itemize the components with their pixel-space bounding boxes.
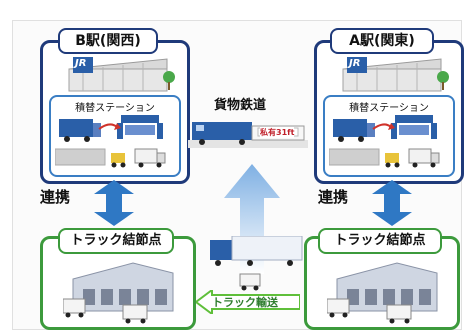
transship-label: 積替ステーション bbox=[75, 103, 155, 114]
transship-label: 積替ステーション bbox=[349, 103, 429, 114]
tree-icon bbox=[163, 71, 175, 90]
double-arrow-icon bbox=[372, 180, 412, 226]
tree-icon bbox=[437, 71, 449, 90]
truck-transport-label: トラック輸送 bbox=[212, 296, 278, 309]
link-label-left: 連携 bbox=[40, 188, 71, 206]
truck-container-icon bbox=[55, 115, 166, 168]
station-a-title: A駅(関東) bbox=[330, 28, 434, 54]
transship-station-box: 積替ステーション bbox=[49, 95, 181, 177]
freight-rail-label: 貨物鉄道 bbox=[214, 98, 267, 113]
transship-station-box: 積替ステーション bbox=[323, 95, 455, 177]
truck-node-left-title: トラック結節点 bbox=[58, 228, 174, 254]
truck-transport-arrow-icon bbox=[196, 290, 300, 314]
station-b-box: JR 積替ステーション bbox=[40, 40, 190, 184]
double-arrow-icon bbox=[94, 180, 134, 226]
warehouse-icon bbox=[327, 262, 438, 324]
station-b-title: B駅(関西) bbox=[58, 28, 158, 54]
truck-container-icon bbox=[329, 115, 440, 168]
container-tag: 私有31ft bbox=[260, 127, 295, 138]
truck-node-right-title: トラック結節点 bbox=[318, 228, 442, 254]
center-truck-icon bbox=[210, 236, 303, 291]
warehouse-icon bbox=[63, 262, 174, 324]
jr-logo: JR bbox=[349, 58, 361, 69]
jr-logo: JR bbox=[75, 58, 87, 69]
station-building-icon bbox=[68, 57, 168, 92]
station-a-box: JR 積替ステーション bbox=[314, 40, 464, 184]
link-label-right: 連携 bbox=[318, 188, 349, 206]
up-arrow-icon bbox=[224, 164, 280, 274]
